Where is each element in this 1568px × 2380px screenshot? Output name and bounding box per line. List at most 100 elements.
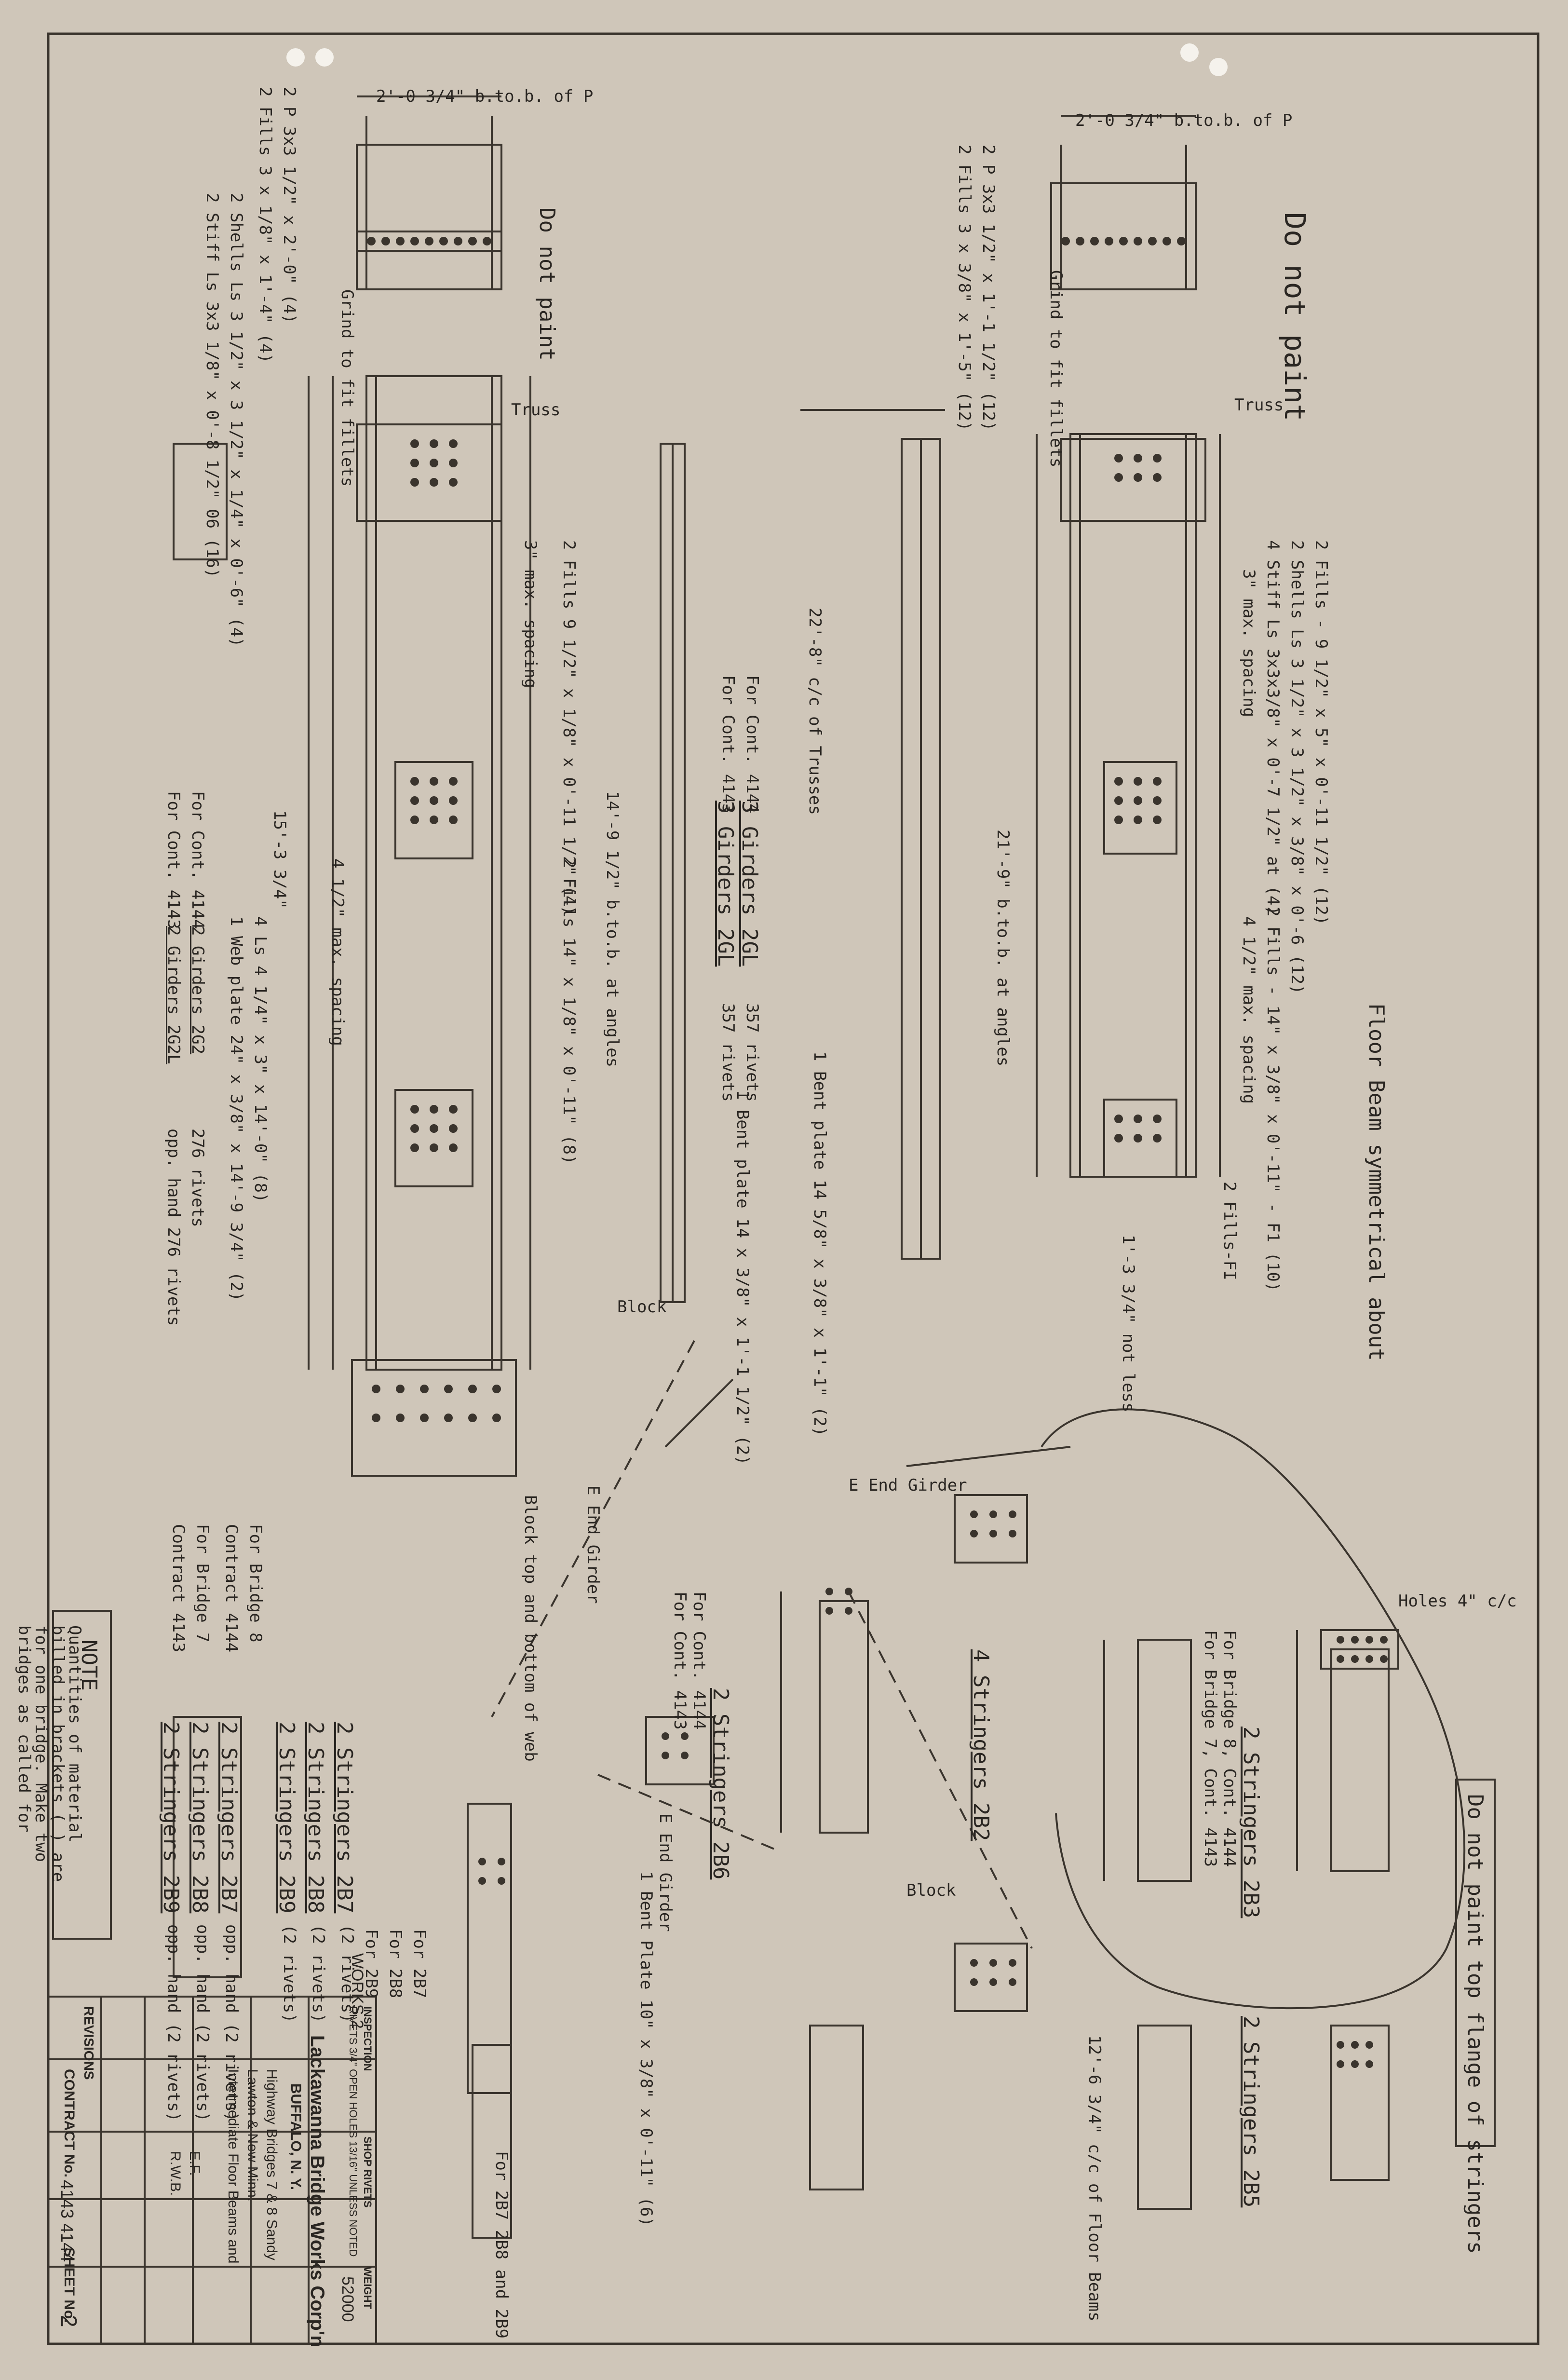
center-block: Block	[617, 1297, 667, 1317]
ul-grind: Grind to fit fillets	[338, 289, 357, 487]
tb-shop-rivets: SHOP RIVETS	[362, 2136, 374, 2208]
punch-hole	[1209, 58, 1228, 76]
ll-stringer-note-1: (2 rivets)	[309, 1924, 328, 2023]
upper-left-girder	[173, 95, 531, 1477]
ur-not-less: 1'-3 3/4" not less	[1119, 1235, 1138, 1413]
ul-bill-1: 2 P 3x3 1/2" x 2'-0" (4)	[280, 87, 299, 324]
lr-for-bridge-8: For Bridge 8, Cont. 4144	[1220, 1630, 1239, 1867]
ll-for-2b8: For 2B8	[386, 1929, 405, 1999]
ll-stringer-note-5: opp. hand (2 rivets)	[164, 1924, 183, 2122]
ll-stringer-5: 2 Stringers 2B9	[159, 1722, 183, 1914]
ul-bill-3: 2 Shells Ls 3 1/2" x 3 1/2" x 1/4" x 0'-…	[227, 193, 246, 647]
ur-fills-fi: 2 Fills-FI	[1220, 1182, 1239, 1280]
title-block-frame	[47, 1996, 377, 2345]
ul-for-cont-4144: For Cont. 4144	[188, 791, 207, 929]
lc-stringers-2b6: 2 Stringers 2B6	[708, 1688, 733, 1880]
ur-bill-2: 2 Fills 3 x 3/8" x 1'-5" (12)	[955, 145, 974, 431]
ul-girders-2g2l: 2 Girders 2G2L	[164, 926, 183, 1064]
center-block-top: Block top and bottom of web	[521, 1495, 540, 1762]
ul-dim-top: 2'-0 3/4" b.to.b. of P	[376, 87, 594, 106]
ll-end-girder: E End Girder	[656, 1813, 675, 1932]
lr-holes: Holes 4" c/c	[1398, 1591, 1517, 1611]
ll-for-2b7: For 2B7	[410, 1929, 429, 1999]
ur-bill-1: 2 P 3x3 1/2" x 1'-1 1/2" (12)	[979, 145, 998, 431]
lr-floor-beams: 12'-6 3/4" c/c of Floor Beams	[1085, 2035, 1104, 2322]
lower-stringer-details	[52, 1408, 1496, 2239]
ll-contract-4144: Contract 4144	[222, 1524, 241, 1653]
ul-truss: Truss	[511, 400, 561, 420]
ur-grind: Grind to fit fillets	[1046, 270, 1066, 468]
ul-girders-2g2: 2 Girders 2G2	[188, 926, 207, 1055]
ll-for-bridge-7: For Bridge 7	[193, 1524, 212, 1643]
punch-hole	[1180, 43, 1199, 62]
ur-stiff: 4 Stiff Ls 3x3x3/8" x 0'-7 1/2" at (4)	[1263, 540, 1283, 915]
lc-for-cont-4143: For Cont. 4143	[670, 1591, 689, 1730]
center-bent-plate-a: 1 Bent plate 14 5/8" x 3/8" x 1'-1" (2)	[810, 1051, 829, 1437]
tb-sheet-number: 2	[56, 2315, 81, 2327]
ur-fills-c: 2 Fills - 9 1/2" x 5" x 0'-11 1/2" (12)	[1311, 540, 1331, 925]
ul-bill-4: 2 Stiff Ls 3x3 1/8" x 0'-8 1/2" 06 (16)	[203, 193, 222, 578]
ll-stringer-4: 2 Stringers 2B8	[188, 1722, 212, 1914]
lc-block: Block	[906, 1881, 956, 1900]
ll-stringer-0: 2 Stringers 2B7	[332, 1722, 357, 1914]
ul-for-cont-4143: For Cont. 4143	[164, 791, 183, 929]
lr-for-bridge-7: For Bridge 7, Cont. 4143	[1201, 1630, 1220, 1867]
ll-stringer-1: 2 Stringers 2B8	[303, 1722, 328, 1914]
ul-spacing-3: 3" max. spacing	[521, 540, 540, 689]
ll-stringer-note-4: opp. hand (2 rivets)	[193, 1924, 212, 2122]
tb-contract-label: CONTRACT No.	[61, 2069, 77, 2177]
ur-do-not-paint: Do not paint	[1278, 212, 1311, 422]
lr-do-not-paint-top: Do not paint top flange of stringers	[1463, 1794, 1487, 2254]
center-end-girder: E End Girder	[583, 1485, 603, 1604]
ul-rivets-276: 276 rivets	[188, 1129, 207, 1227]
ll-stringer-3: 2 Stringers 2B7	[216, 1722, 241, 1914]
tb-rivets-note: RIVETS 3/4" OPEN HOLES 13/16" UNLESS NOT…	[347, 2006, 359, 2257]
ll-for-all: For 2B7 2B8 and 2B9	[492, 2151, 511, 2339]
note-line-4: bridges as called for	[14, 1625, 34, 1833]
tb-drawn-by: E.F.	[187, 2151, 203, 2176]
ur-shells: 2 Shells Ls 3 1/2" x 3 1/2" x 3/8" x 0'-…	[1287, 540, 1307, 994]
tb-structure: Highway Bridges 7 & 8 Sandy	[264, 2069, 280, 2260]
center-girders-3g: 3 Girders 2GL	[737, 801, 762, 967]
ul-fills-b: 2 Fills 14" x 1/8" x 0'-11" (8)	[559, 858, 579, 1165]
ul-spacing-4: 4 1/2" max. spacing	[328, 858, 347, 1046]
note-line-3: for one bridge. Make two	[31, 1625, 51, 1863]
tb-sheet-label: SHEET No.	[61, 2247, 77, 2323]
center-section	[491, 409, 945, 1717]
ul-web-plate: 1 Web plate 24" x 3/8" x 14'-9 3/4" (2)	[227, 916, 246, 1302]
tb-details: Intermediate Floor Beams and	[225, 2069, 241, 2264]
ur-truss: Truss	[1234, 395, 1284, 415]
ul-rivets-276b: opp. hand 276 rivets	[164, 1129, 183, 1326]
ll-contract-4143: Contract 4143	[169, 1524, 188, 1653]
tb-side-note: WORKS 2	[348, 1953, 366, 2029]
tb-weight-value: 52000	[338, 2276, 357, 2322]
ur-floor-beam: Floor Beam symmetrical about	[1364, 1003, 1389, 1361]
ul-angle-dim: 14'-9 1/2" b.to.b. at angles	[603, 791, 622, 1068]
ll-for-bridge-8: For Bridge 8	[246, 1524, 265, 1643]
ur-fills-d: 2 Fills - 14" x 3/8" x 0'-11" - F1 (10)	[1263, 907, 1283, 1292]
center-for-cont-4143: For Cont. 4143	[718, 675, 738, 814]
ur-spacing-3: 3" max. spacing	[1239, 569, 1258, 718]
center-rivets-357b: 357 rivets	[718, 1003, 738, 1102]
center-trusses: 22'-8" c/c of Trusses	[805, 608, 825, 815]
ll-bent-plate: 1 Bent Plate 10" x 3/8" x 0'-11" (6)	[636, 1871, 656, 2227]
tb-city: BUFFALO, N. Y.	[288, 2083, 304, 2190]
center-girders-3gl: 3 Girders 2GL	[713, 801, 738, 967]
center-rivets-357: 357 rivets	[743, 1003, 762, 1102]
ur-spacing-4: 4 1/2" max. spacing	[1239, 916, 1258, 1104]
tb-weight-label: WEIGHT	[362, 2267, 374, 2309]
ul-do-not-paint: Do not paint	[535, 207, 559, 361]
ul-web-bill: 4 Ls 4 1/4" x 3" x 14'-0" (8)	[251, 916, 270, 1203]
tb-company: Lackawanna Bridge Works Corp'n	[307, 2035, 328, 2347]
lr-stringers-2b3: 2 Stringers 2B3	[1239, 1727, 1263, 1918]
center-for-cont-4144: For Cont. 4144	[743, 675, 762, 814]
ul-dim-15: 15'-3 3/4"	[270, 810, 289, 909]
lc-end-girder: E End Girder	[849, 1476, 967, 1495]
ur-dim-top: 2'-0 3/4" b.to.b. of P	[1075, 111, 1293, 130]
ur-web-angles: 21'-9" b.to.b. at angles	[993, 830, 1013, 1067]
ll-stringer-2: 2 Stringers 2B9	[274, 1722, 299, 1914]
upper-right-floor-beam	[1036, 115, 1221, 1178]
punch-hole	[286, 48, 305, 67]
ul-bill-2: 2 Fills 3 x 1/8" x 1'-4" (4)	[256, 87, 275, 364]
